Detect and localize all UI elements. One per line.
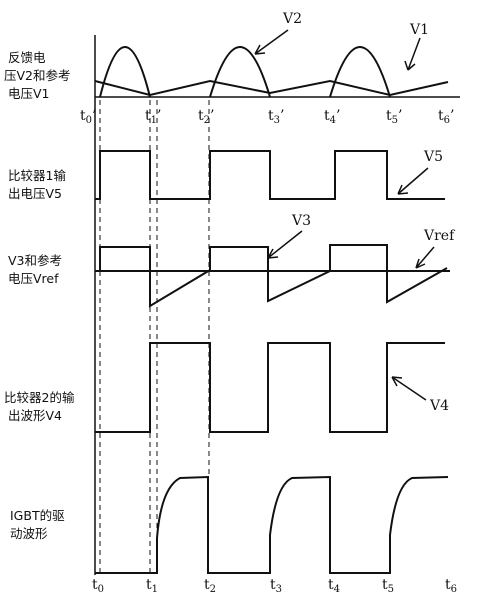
tick-top-t1: t1’ (145, 108, 161, 126)
row5-label-line1: IGBT的驱 (10, 508, 65, 523)
v3-sawtooth-wave (95, 244, 448, 308)
tick-bottom-t6: t6 (445, 577, 457, 595)
tick-top-t5: t5’ (386, 108, 402, 126)
v4-label: V4 (429, 398, 449, 414)
row3-label-line1: V3和参考 (8, 253, 62, 268)
row-label-feedback-vs-reference: 反馈电 压V2和参考 电压V1 (4, 50, 71, 101)
v4-arrow (391, 376, 427, 401)
tick-top-t0: t0’ (80, 108, 96, 126)
tick-bottom-t3: t3 (270, 577, 282, 595)
row-label-comparator2-output: 比较器2的输 出波形V4 (4, 390, 75, 423)
v1-label: V1 (409, 22, 429, 38)
row-label-igbt-drive: IGBT的驱 动波形 (10, 508, 65, 541)
v3-arrow (267, 230, 303, 259)
row1-label-line3: 电压V1 (8, 86, 50, 101)
tick-top-t3: t3’ (268, 108, 284, 126)
tick-bottom-t2: t2 (204, 577, 216, 595)
bottom-time-labels: t0 t1 t2 t3 t4 t5 t6 (92, 577, 457, 595)
row1-label-line1: 反馈电 (8, 50, 46, 65)
tick-top-t4: t4’ (324, 108, 340, 126)
v5-square-wave (95, 150, 445, 200)
v1-arrow (404, 37, 421, 71)
row-label-v3-and-vref: V3和参考 电压Vref (8, 253, 62, 286)
row4-label-line1: 比较器2的输 (4, 390, 75, 405)
tick-bottom-t4: t4 (328, 577, 340, 595)
v5-arrow (397, 167, 429, 195)
row5-label-line2: 动波形 (10, 526, 48, 541)
igbt-drive-wave (95, 475, 449, 574)
row3-label-line2: 电压Vref (8, 271, 59, 286)
v3-label: V3 (291, 213, 311, 229)
tick-bottom-t0: t0 (92, 577, 104, 595)
tick-bottom-t5: t5 (382, 577, 394, 595)
v5-label: V5 (423, 149, 443, 165)
row-label-comparator1-output: 比较器1输 出电压V5 (8, 168, 66, 201)
row2-label-line1: 比较器1输 (8, 168, 66, 183)
top-time-labels: t0’ t1’ t2’ t3’ t4’ t5’ t6’ (80, 108, 454, 126)
vref-label: Vref (423, 228, 456, 244)
tick-top-t2: t2’ (198, 108, 214, 126)
row2-label-line2: 出电压V5 (8, 186, 62, 201)
v2-feedback-wave (99, 46, 391, 98)
vref-arrow (415, 246, 435, 269)
tick-bottom-t1: t1 (146, 577, 158, 595)
tick-top-t6: t6’ (438, 108, 454, 126)
v4-square-wave (95, 342, 445, 433)
v2-label: V2 (282, 11, 302, 27)
v2-arrow (254, 29, 289, 55)
row1-label-line2: 压V2和参考 (4, 68, 71, 83)
row4-label-line2: 出波形V4 (8, 408, 62, 423)
